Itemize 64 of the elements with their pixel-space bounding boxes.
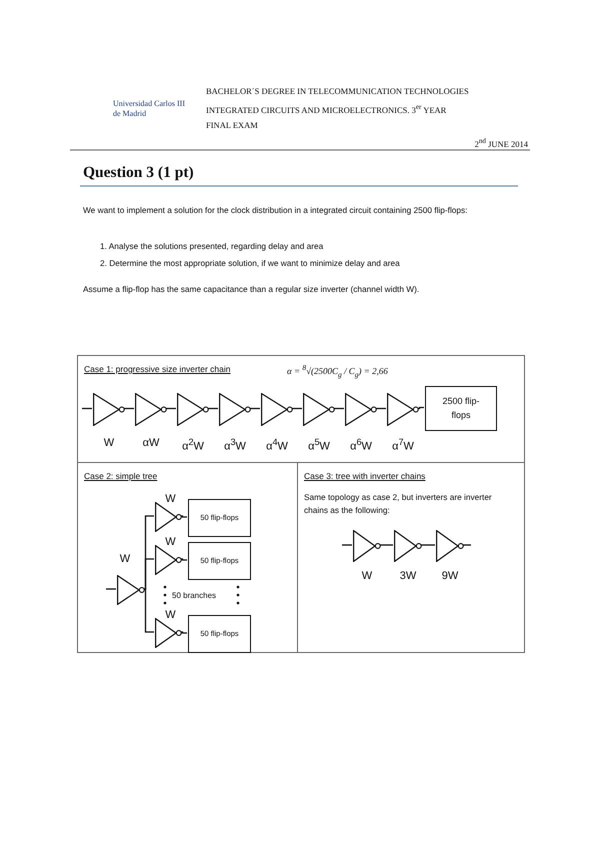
case-heading: Case 3: tree with inverter chains <box>304 471 426 481</box>
inverter-symbol <box>387 393 419 426</box>
branch-count: 50 branches <box>172 591 216 600</box>
size-label: W <box>164 536 177 548</box>
size-label: α$^{6}$W <box>349 437 373 453</box>
flip-flop-box: 2500 flip-flops <box>425 386 497 431</box>
wire <box>380 544 393 546</box>
wire <box>334 408 344 410</box>
size-label: W <box>118 553 132 565</box>
inverter-symbol <box>394 530 422 562</box>
wire <box>82 408 92 410</box>
wire <box>124 408 134 410</box>
header-text: FINAL EXAM <box>206 120 258 130</box>
inverter-symbol <box>155 502 182 532</box>
wire <box>208 408 218 410</box>
list-item: 1. Analyse the solutions presented, regarding delay and area <box>100 241 324 251</box>
university-name: Universidad Carlos III de Madrid <box>113 99 185 119</box>
wire <box>342 544 352 546</box>
size-label: W <box>164 609 177 621</box>
size-label: 3W <box>398 570 418 582</box>
question-text: We want to implement a solution for the clock distribution in a integrated circuit containing 2500 flip-flops: <box>83 204 468 217</box>
size-label: W <box>360 570 374 582</box>
case-description: Same topology as case 2, but inverters are inverter chains as the following: <box>304 491 493 517</box>
exam-date: 2$^{nd}$ JUNE 2014 <box>474 137 528 149</box>
inverter-symbol <box>345 393 377 426</box>
header-text: BACHELOR´S DEGREE IN TELECOMMUNICATION TECHNOLOGIES <box>206 86 469 96</box>
wire <box>421 544 435 546</box>
inverter-symbol <box>135 393 167 426</box>
wire <box>292 408 302 410</box>
case-heading: Case 2: simple tree <box>84 471 158 481</box>
question-text: Assume a flip-flop has the same capacitance than a regular size inverter (channel width W). <box>83 284 420 294</box>
size-label: α$^{4}$W <box>265 437 289 453</box>
size-label: α$^{5}$W <box>307 437 331 453</box>
list-item: 2. Determine the most appropriate solution, if we want to minimize delay and area <box>100 258 400 268</box>
wire <box>144 558 154 590</box>
inverter-symbol <box>303 393 335 426</box>
inverter-symbol <box>93 393 125 426</box>
inverter-symbol <box>177 393 209 426</box>
size-label: W <box>102 437 116 449</box>
size-label: W <box>164 493 177 505</box>
alpha-formula: α = $^{8}$√(2500C$_{g}$ / C$_{g}$) = 2,66 <box>287 363 388 379</box>
header-text: INTEGRATED CIRCUITS AND MICROELECTRONICS. 3$^{er}$ YEAR <box>206 103 446 115</box>
size-label: α$^{7}$W <box>391 437 415 453</box>
inverter-symbol <box>261 393 293 426</box>
inverter-symbol <box>219 393 251 426</box>
inverter-symbol <box>155 545 182 575</box>
size-label: 9W <box>440 570 460 582</box>
wire <box>144 588 154 633</box>
inverter-symbol <box>155 618 182 648</box>
inverter-symbol <box>353 530 381 562</box>
case-panel <box>77 462 298 653</box>
wire <box>376 408 386 410</box>
size-label: α$^{3}$W <box>223 437 247 453</box>
size-label: α$^{2}$W <box>181 437 205 453</box>
wire <box>166 408 176 410</box>
wire <box>106 588 116 590</box>
size-label: αW <box>142 437 160 449</box>
case-heading: Case 1: progressive size inverter chain <box>84 364 230 374</box>
inverter-symbol <box>117 575 145 605</box>
wire <box>250 408 260 410</box>
inverter-symbol <box>436 530 464 562</box>
question-title: Question 3 (1 pt) <box>83 164 194 182</box>
case-panel <box>297 462 525 653</box>
case-panel <box>77 355 525 463</box>
